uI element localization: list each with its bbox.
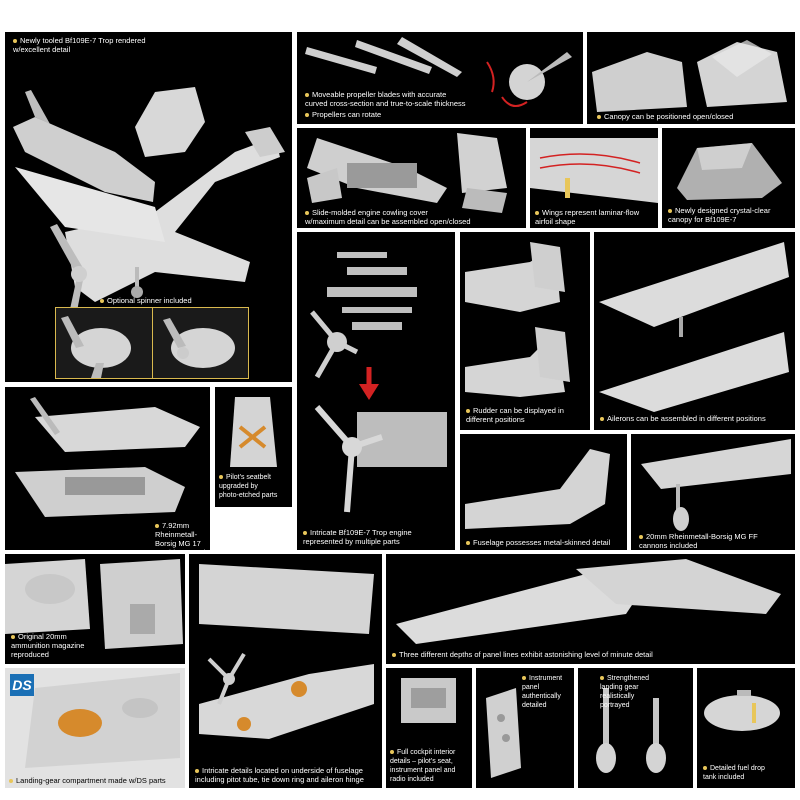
- panel-fuselage: Fuselage possesses metal-skinned detail: [460, 434, 627, 550]
- caption-mg17: 7.92mm Rheinmetall-Borsig MG 17 machine …: [155, 521, 210, 550]
- panel-panel-lines: Three different depths of panel lines ex…: [386, 554, 795, 664]
- caption-prop-rotate: Propellers can rotate: [305, 110, 381, 119]
- caption-fuselage: Fuselage possesses metal-skinned detail: [466, 538, 610, 547]
- caption-drop-tank: Detailed fuel drop tank included: [703, 765, 765, 781]
- aircraft-render: [13, 87, 285, 332]
- caption-wings: Wings represent laminar-flow airfoil sha…: [535, 208, 640, 226]
- spinner-inset-right: [152, 307, 249, 379]
- caption-main: Newly tooled Bf109E-7 Trop rendered w/ex…: [13, 36, 146, 54]
- panel-cowling: Slide-molded engine cowling cover w/maxi…: [297, 128, 526, 228]
- panel-cockpit: Full cockpit interior details – pilot's …: [386, 668, 472, 788]
- panel-main-aircraft: Newly tooled Bf109E-7 Trop rendered w/ex…: [5, 32, 292, 382]
- caption-spinner: Optional spinner included: [100, 296, 192, 305]
- caption-rudder: Rudder can be displayed in different pos…: [466, 406, 564, 424]
- caption-clear-canopy: Newly designed crystal-clear canopy for …: [668, 206, 771, 224]
- caption-cowling: Slide-molded engine cowling cover w/maxi…: [305, 208, 471, 226]
- caption-ammo: Original 20mm ammunition magazine reprod…: [11, 632, 85, 659]
- panel-propellers: Moveable propeller blades with accurate …: [297, 32, 583, 124]
- panel-rudder: Rudder can be displayed in different pos…: [460, 232, 590, 430]
- panel-drop-tank: Detailed fuel drop tank included: [697, 668, 795, 788]
- panel-engine: Intricate Bf109E-7 Trop engine represent…: [297, 232, 455, 550]
- panel-landing-gear: Strengthened landing gear realistically …: [578, 668, 693, 788]
- caption-canopy-open: Canopy can be positioned open/closed: [597, 112, 733, 121]
- caption-landing-gear: Strengthened landing gear realistically …: [600, 675, 650, 709]
- panel-canopy-open: Canopy can be positioned open/closed: [587, 32, 795, 124]
- ds-logo: DS: [10, 674, 34, 696]
- caption-ailerons: Ailerons can be assembled in different p…: [600, 414, 766, 423]
- panel-seatbelt: Pilot's seatbelt upgraded by photo-etche…: [215, 387, 292, 507]
- panel-underside: Intricate details located on underside o…: [189, 554, 382, 788]
- caption-cockpit: Full cockpit interior details – pilot's …: [390, 749, 456, 783]
- panel-instruments: Instrument panel authentically detailed: [476, 668, 574, 788]
- caption-engine: Intricate Bf109E-7 Trop engine represent…: [303, 528, 412, 546]
- caption-instruments: Instrument panel authentically detailed: [522, 675, 563, 709]
- caption-underside: Intricate details located on underside o…: [195, 766, 364, 784]
- panel-ailerons: Ailerons can be assembled in different p…: [594, 232, 795, 430]
- panel-gear-bay: DS Landing-gear compartment made w/DS pa…: [5, 668, 185, 788]
- caption-panel-lines: Three different depths of panel lines ex…: [392, 650, 653, 659]
- spinner-inset-left: [55, 307, 154, 379]
- panel-clear-canopy: Newly designed crystal-clear canopy for …: [662, 128, 795, 228]
- panel-mgff: 20mm Rheinmetall-Borsig MG FF cannons in…: [631, 434, 795, 550]
- panel-mg17: 7.92mm Rheinmetall-Borsig MG 17 machine …: [5, 387, 210, 550]
- caption-propellers: Moveable propeller blades with accurate …: [305, 90, 466, 108]
- panel-wings-airfoil: Wings represent laminar-flow airfoil sha…: [530, 128, 658, 228]
- caption-mgff: 20mm Rheinmetall-Borsig MG FF cannons in…: [639, 532, 758, 550]
- panel-ammo: Original 20mm ammunition magazine reprod…: [5, 554, 185, 664]
- caption-seatbelt: Pilot's seatbelt upgraded by photo-etche…: [219, 474, 278, 499]
- caption-gear-bay: Landing-gear compartment made w/DS parts: [9, 776, 166, 785]
